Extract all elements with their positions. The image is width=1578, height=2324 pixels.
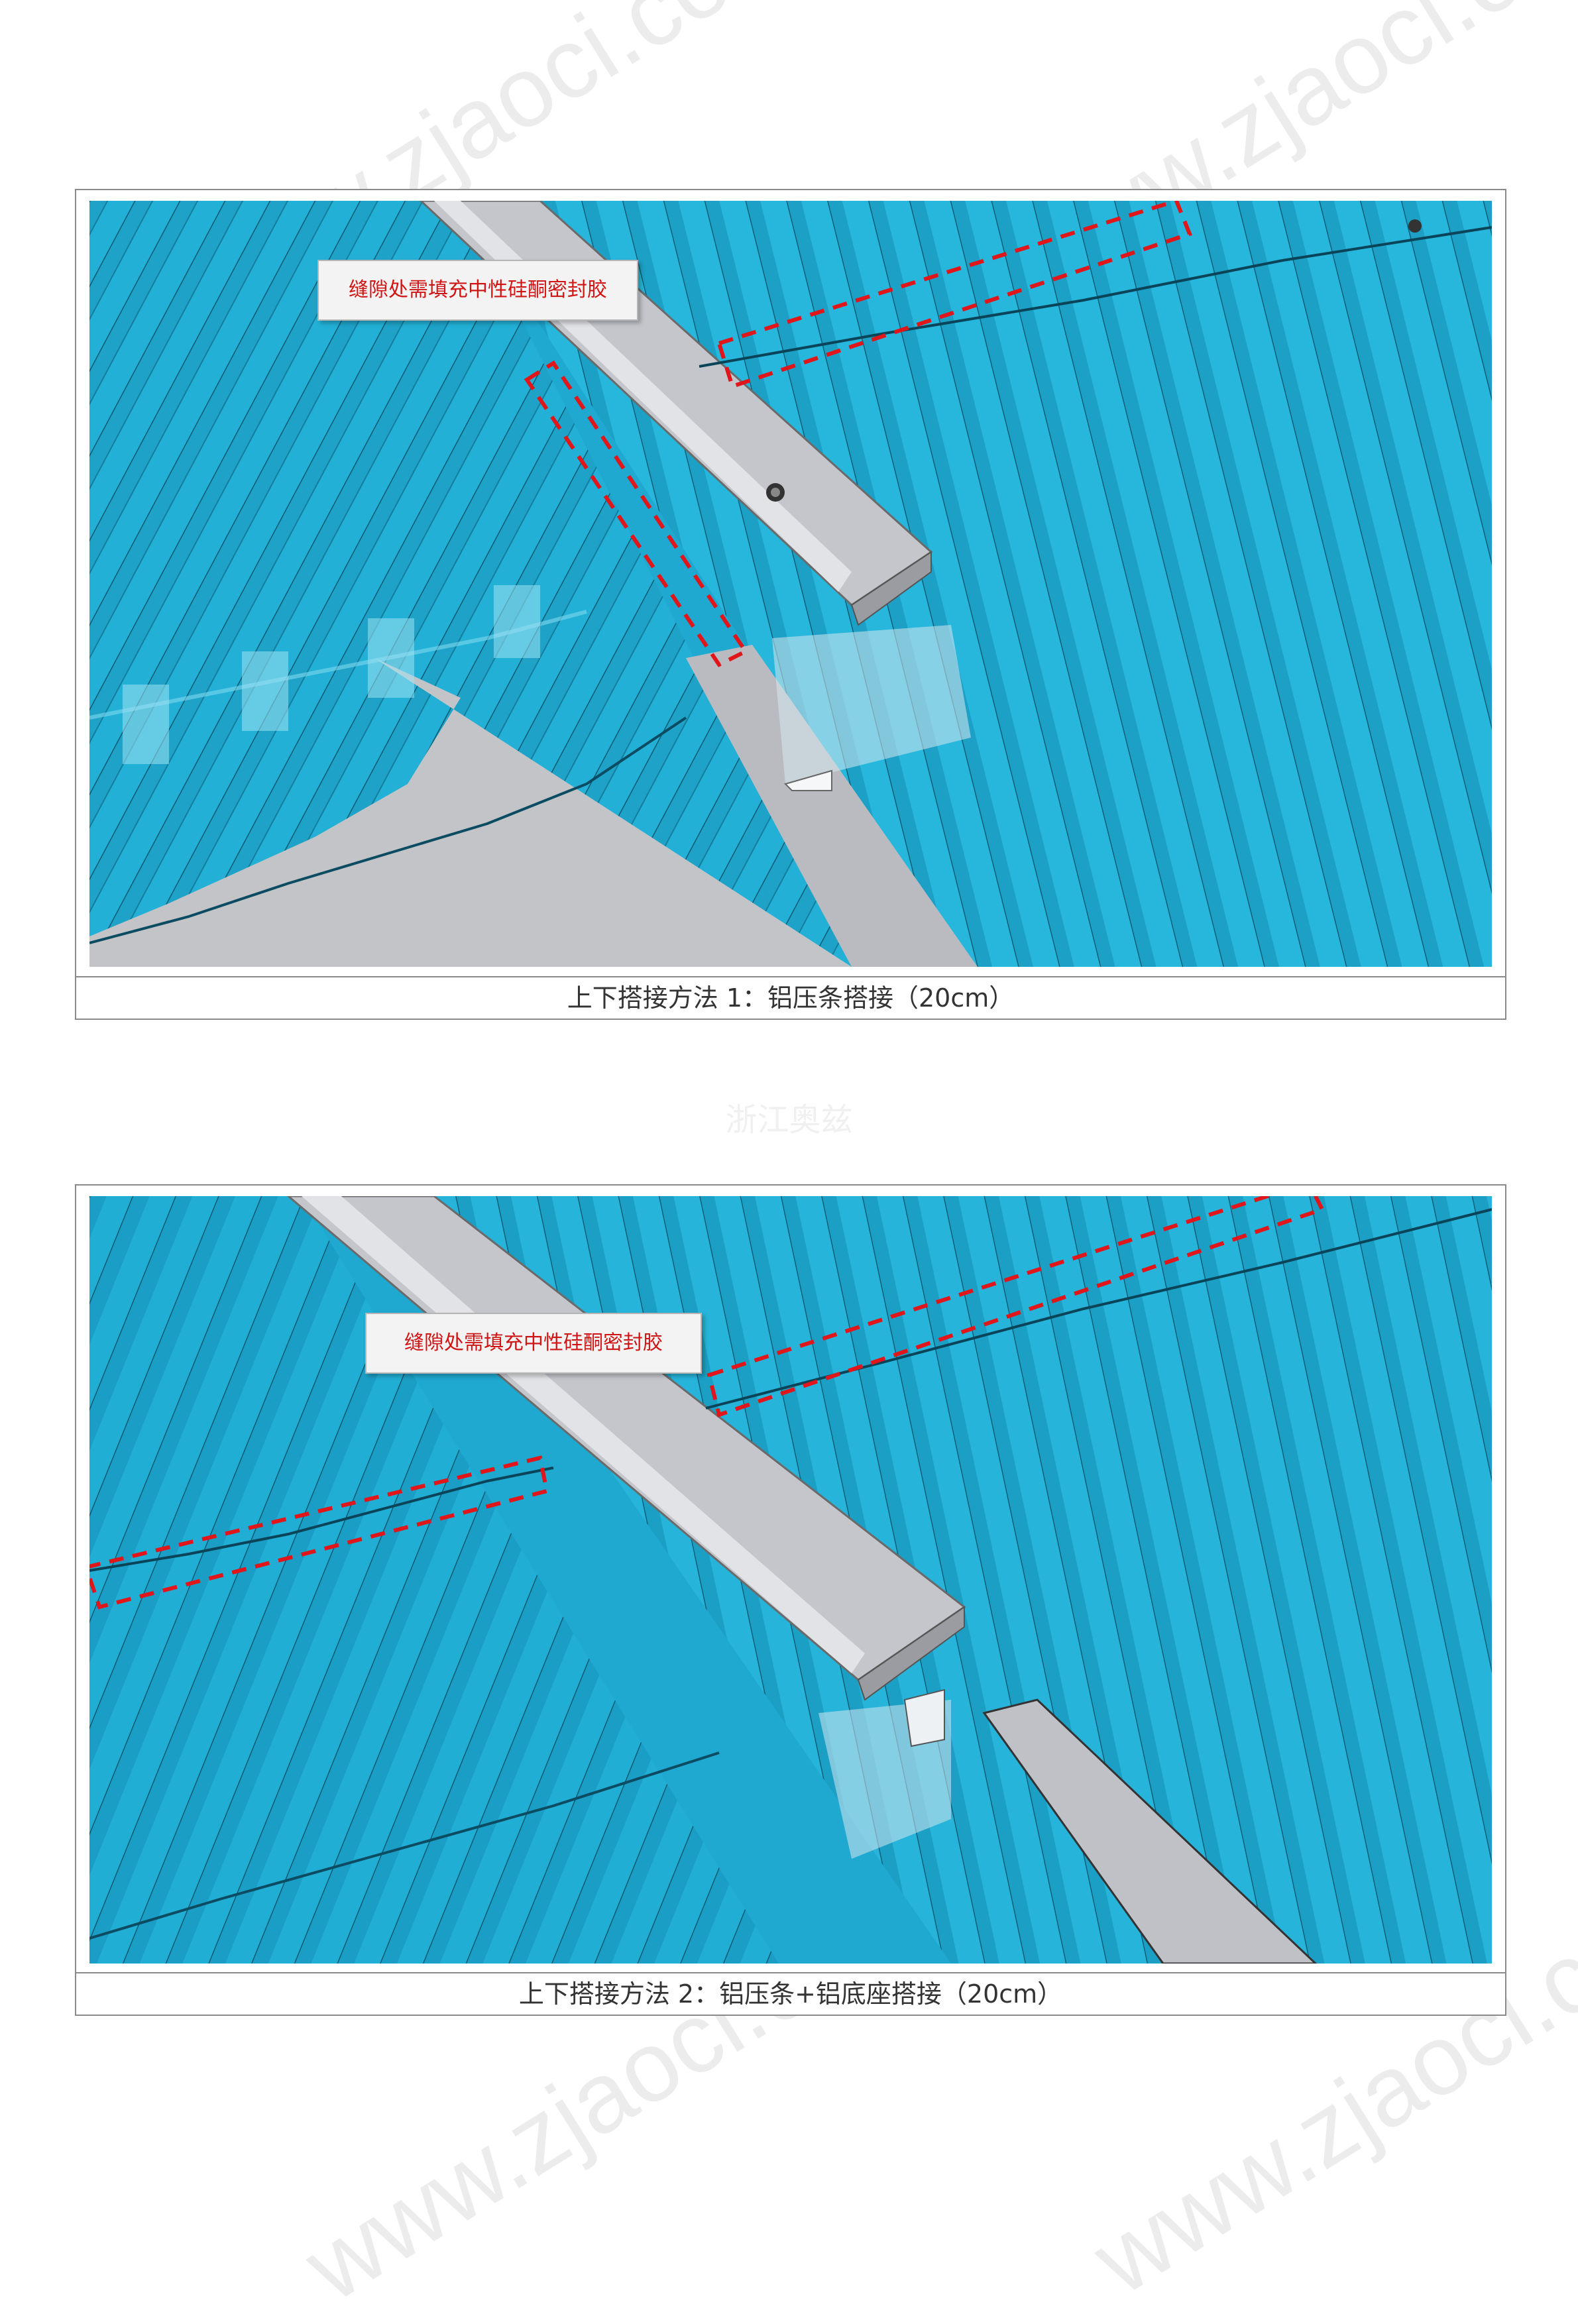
- figure-1-illustration: [89, 201, 1492, 967]
- figure-caption: 上下搭接方法 1：铝压条搭接（20cm）: [76, 976, 1505, 1019]
- figure-2: 缝隙处需填充中性硅酮密封胶 上下搭接方法 2：铝压条+铝底座搭接（20cm）: [75, 1184, 1506, 2016]
- figure-caption: 上下搭接方法 2：铝压条+铝底座搭接（20cm）: [76, 1972, 1505, 2015]
- sealant-callout: 缝隙处需填充中性硅酮密封胶: [365, 1313, 702, 1374]
- center-watermark: 浙江奥兹: [725, 1101, 853, 1138]
- sealant-callout: 缝隙处需填充中性硅酮密封胶: [317, 260, 638, 321]
- figure-2-illustration: [89, 1196, 1492, 1964]
- figure-1: 缝隙处需填充中性硅酮密封胶 上下搭接方法 1：铝压条搭接（20cm）: [75, 189, 1506, 1020]
